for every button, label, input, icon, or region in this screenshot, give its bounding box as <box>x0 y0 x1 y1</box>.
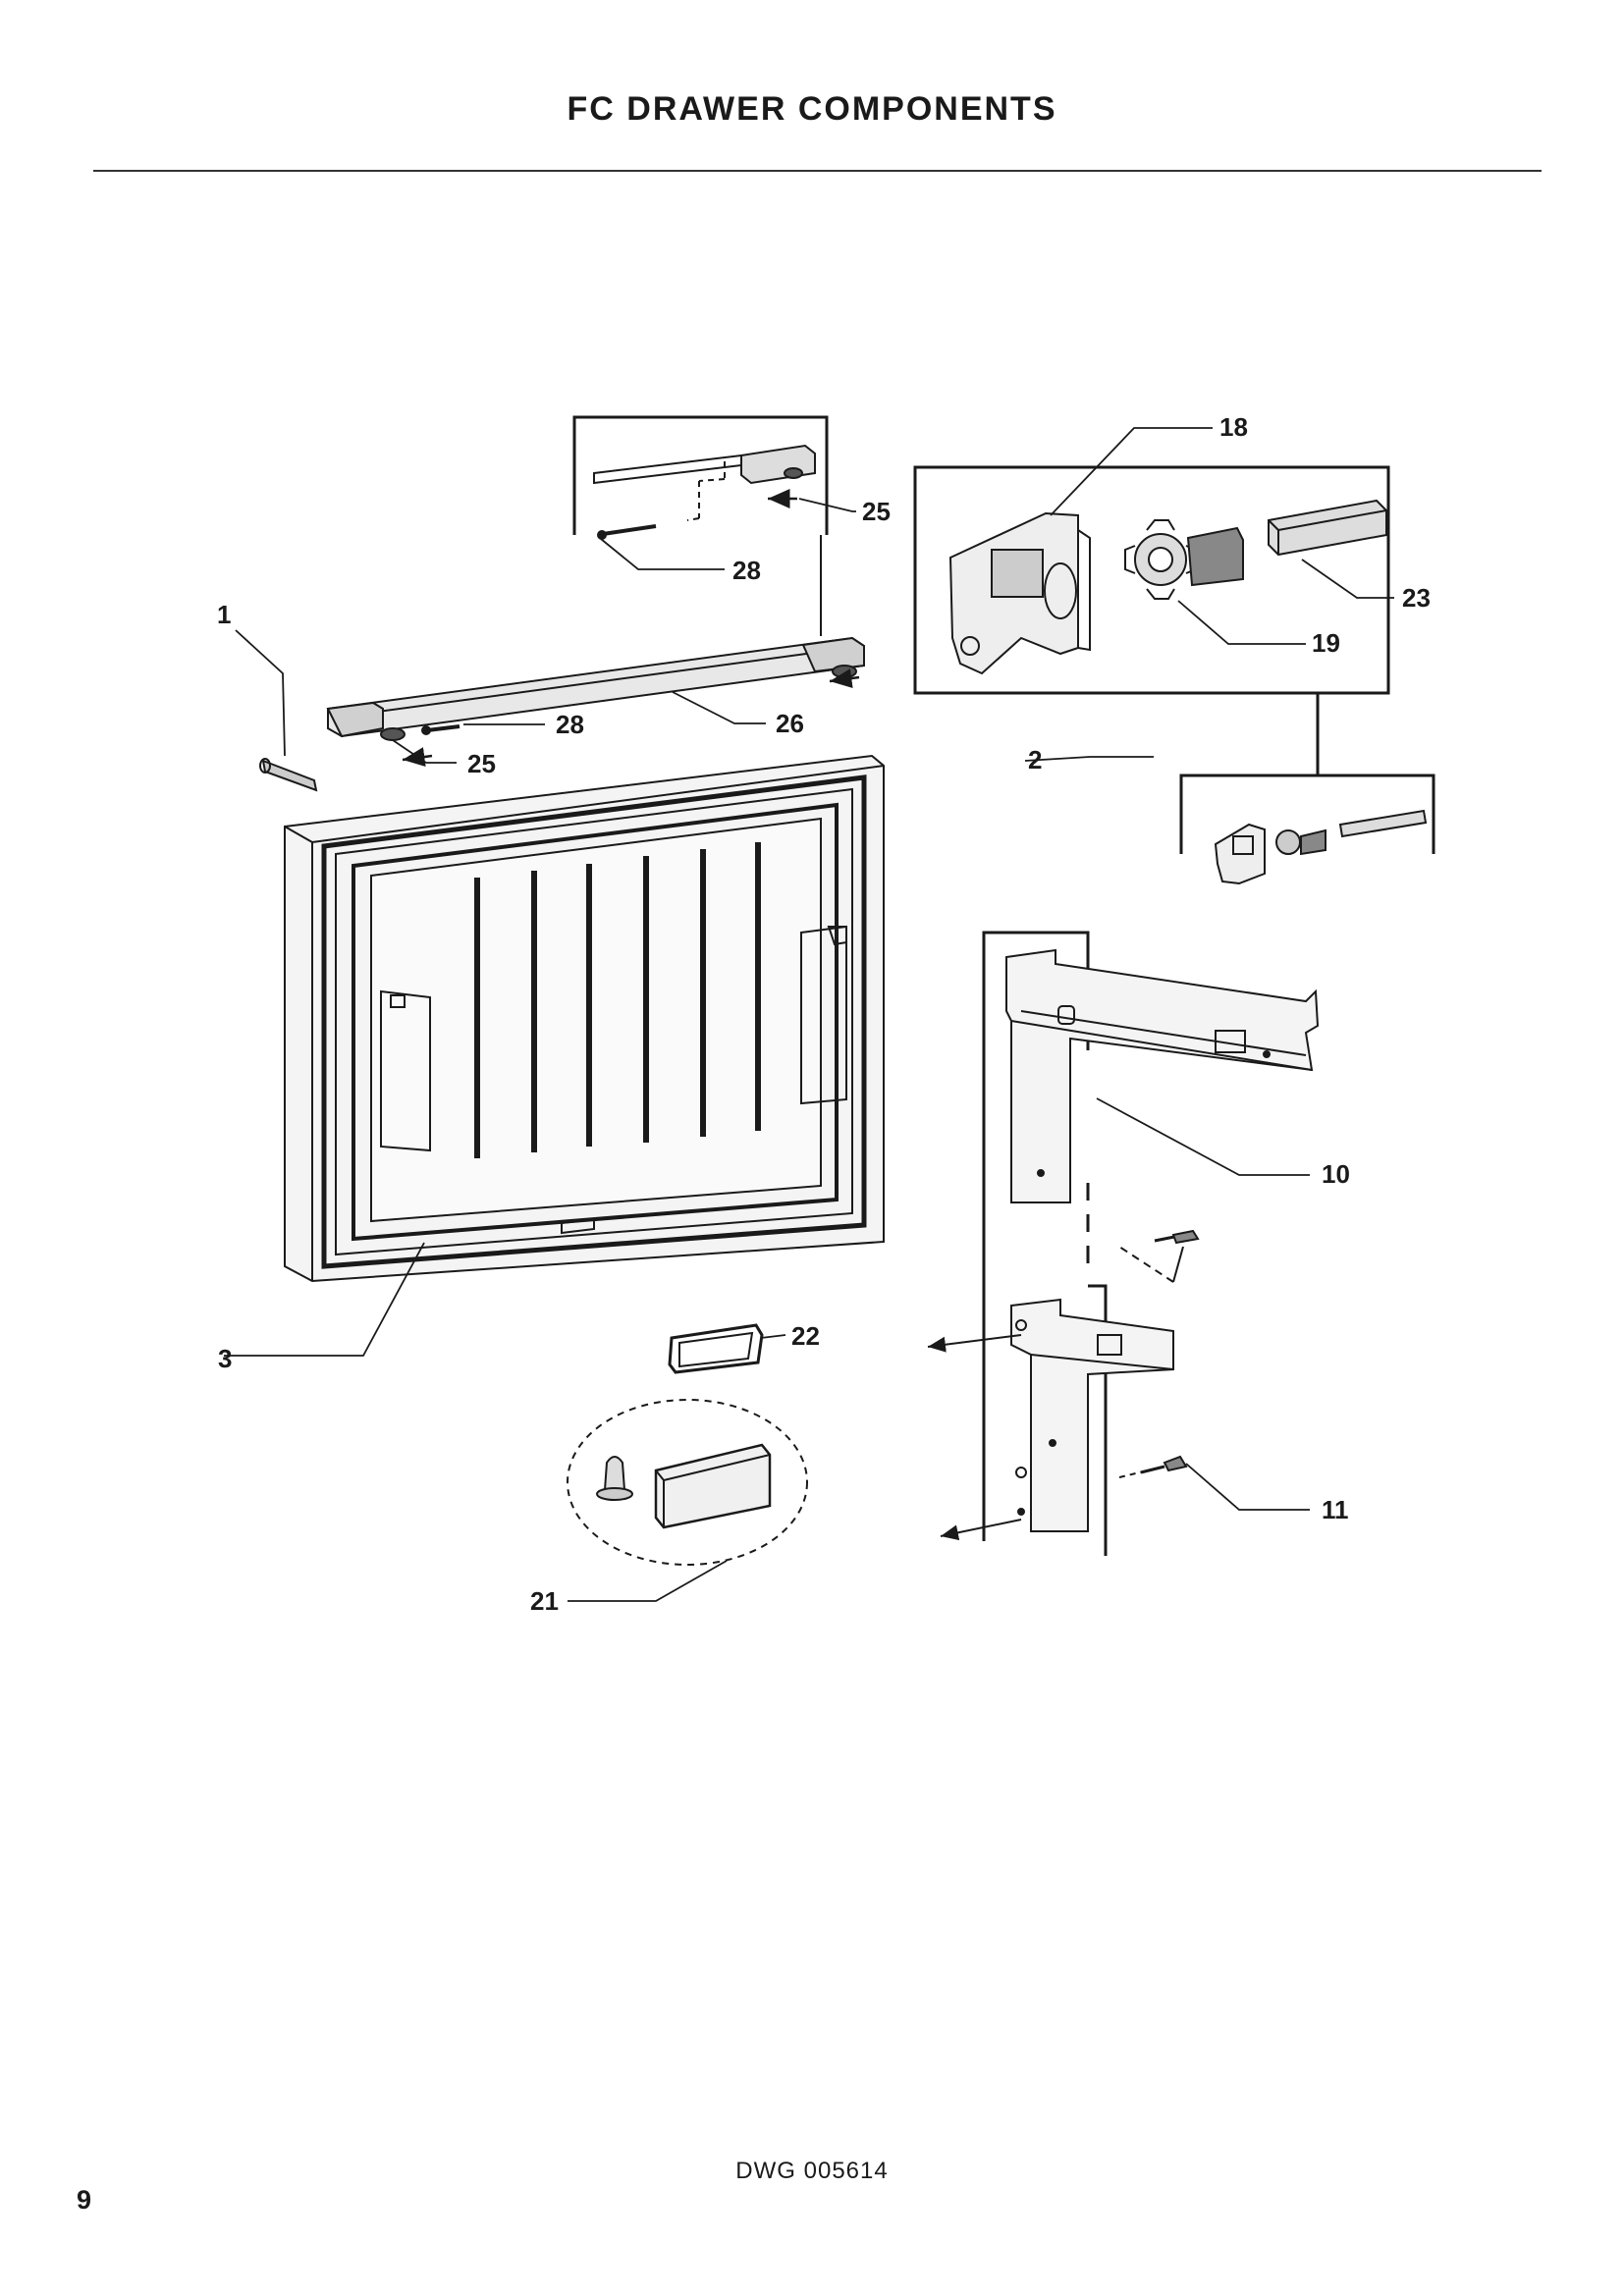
callout-11: 11 <box>1322 1495 1349 1524</box>
lower-slide-bracket <box>927 1229 1200 1541</box>
callout-25-inset: 25 <box>862 497 891 526</box>
callout-28-inset: 28 <box>732 556 761 585</box>
callout-18: 18 <box>1219 412 1248 442</box>
callout-10: 10 <box>1322 1159 1350 1189</box>
callout-26: 26 <box>776 709 804 738</box>
callout-labels: 1 2 3 10 11 18 19 21 22 23 25 25 26 28 2… <box>217 412 1431 1616</box>
callout-21: 21 <box>530 1586 559 1616</box>
callout-3: 3 <box>218 1344 232 1373</box>
callout-leaders <box>224 427 1394 1602</box>
slide-rail-bracket <box>982 931 1320 1556</box>
page-number: 9 <box>77 2185 92 2215</box>
drawer-front <box>284 754 885 1283</box>
drawing-number: DWG 005614 <box>735 2158 889 2184</box>
callout-28-rail: 28 <box>556 710 584 739</box>
motor-alt-view-inset <box>1179 774 1435 885</box>
title-divider <box>93 170 1542 172</box>
handle-rail <box>326 636 865 767</box>
callout-23: 23 <box>1402 583 1431 613</box>
callout-1: 1 <box>217 600 231 629</box>
page-title: FC DRAWER COMPONENTS <box>567 90 1057 128</box>
motor-assembly-inset <box>913 465 1390 695</box>
callout-2: 2 <box>1028 745 1042 774</box>
cover-insert-part <box>668 1323 764 1374</box>
push-clip-and-cover-group <box>567 1399 808 1566</box>
callout-25-rail: 25 <box>467 749 496 778</box>
callout-19: 19 <box>1312 628 1340 658</box>
handle-end-detail-inset <box>572 415 829 540</box>
pin-part <box>259 758 318 792</box>
callout-22: 22 <box>791 1321 820 1351</box>
